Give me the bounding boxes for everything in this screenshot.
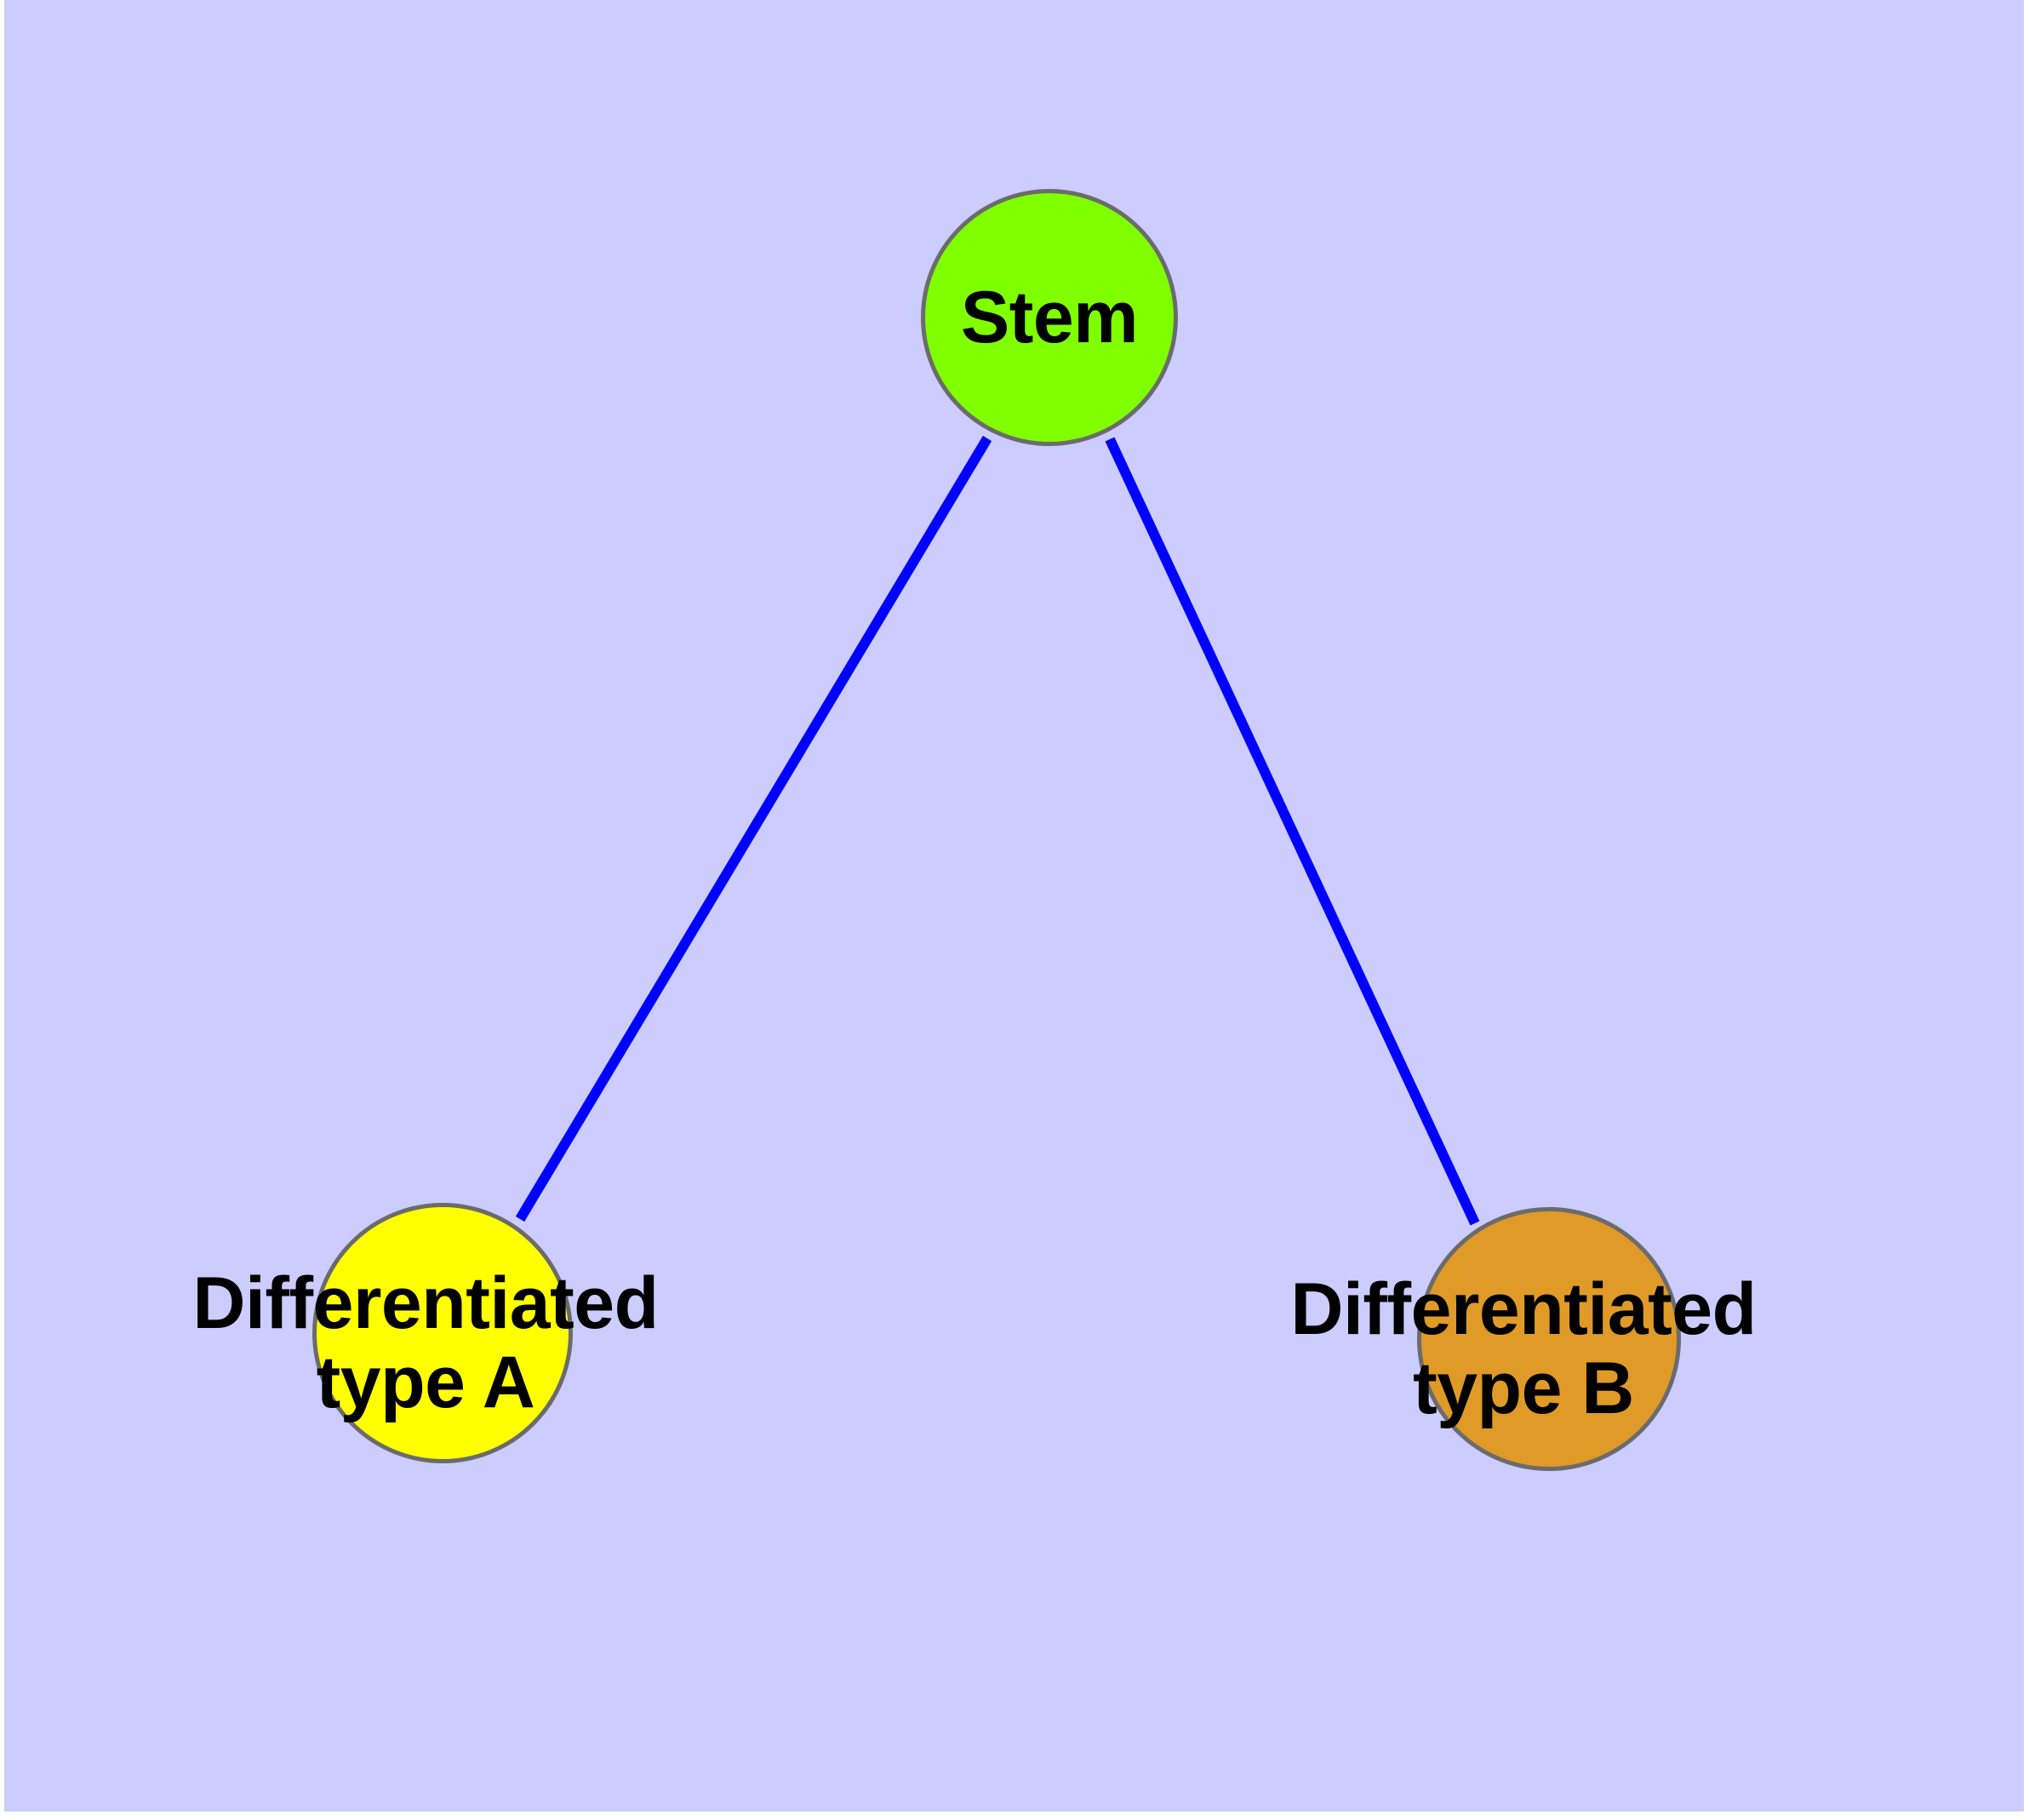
node-differentiated-type-a[interactable]	[312, 1203, 573, 1463]
edge-stem-to-differentiated-type-b[interactable]	[1105, 437, 1480, 1226]
edge-stem-to-differentiated-type-a[interactable]	[515, 435, 992, 1222]
edge-layer	[515, 435, 1480, 1226]
node-differentiated-type-b[interactable]	[1417, 1207, 1681, 1471]
node-stem[interactable]	[921, 189, 1178, 446]
node-layer	[312, 189, 1681, 1471]
